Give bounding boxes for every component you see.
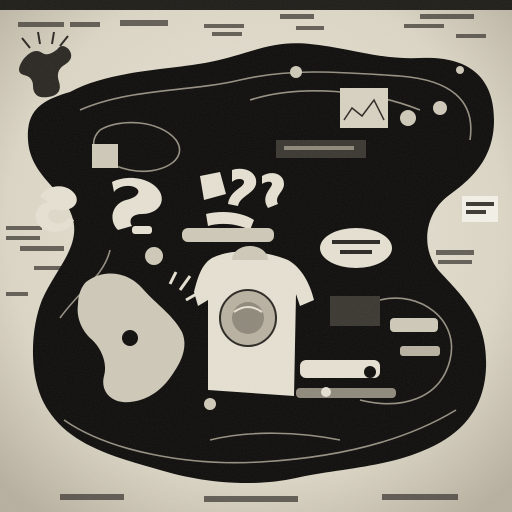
map-illustration <box>0 0 512 512</box>
grain-overlay <box>0 0 512 512</box>
map-collage-scene <box>0 0 512 512</box>
